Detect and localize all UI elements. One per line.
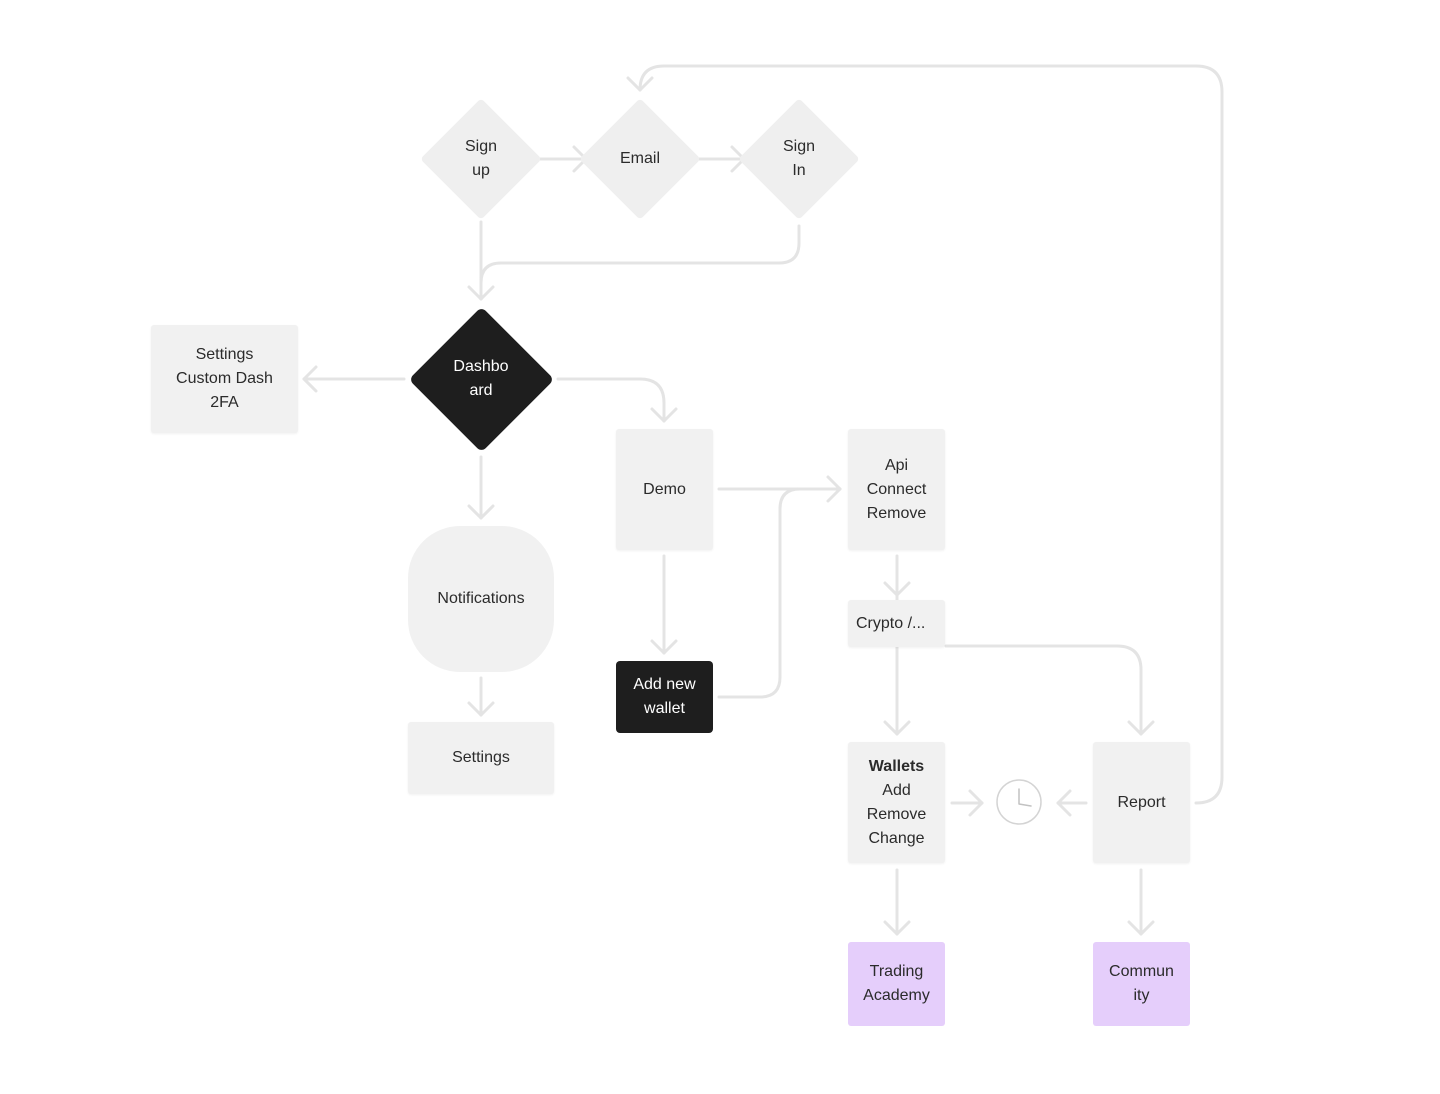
arrowhead	[1127, 720, 1155, 736]
connector-signin-dashboard	[479, 224, 801, 301]
connector-dashboard-demo	[556, 377, 666, 423]
email-label: Email	[619, 150, 660, 167]
arrowhead	[467, 504, 495, 520]
email-node[interactable]: Email	[579, 98, 701, 220]
arrowhead	[883, 920, 911, 936]
sign-in-label: Sign In	[782, 138, 816, 179]
arrowhead	[302, 365, 318, 393]
arrowhead	[650, 639, 678, 655]
settings-node[interactable]: Settings	[408, 722, 554, 794]
arrowhead	[1056, 789, 1072, 817]
arrowhead	[1127, 920, 1155, 936]
dashboard-label: Dashbo ard	[453, 358, 509, 399]
sign-in-node[interactable]: Sign In	[738, 98, 860, 220]
arrowhead	[968, 789, 984, 817]
clock-icon	[996, 779, 1042, 825]
sign-up-node[interactable]: Sign up	[420, 98, 542, 220]
dashboard-node[interactable]: Dashbo ard	[408, 306, 554, 452]
notifications-node[interactable]: Notifications	[408, 526, 554, 672]
connector-crypto-report	[944, 644, 1143, 736]
settings-panel-node[interactable]: Settings Custom Dash 2FA	[151, 325, 298, 433]
crypto-node[interactable]: Crypto /...	[848, 600, 945, 647]
arrowhead	[467, 701, 495, 717]
arrowhead	[883, 581, 911, 597]
sign-up-label: Sign up	[464, 138, 498, 179]
arrowhead	[650, 407, 678, 423]
wallets-node[interactable]: Wallets Add Remove Change	[848, 742, 945, 863]
report-node[interactable]: Report	[1093, 742, 1190, 863]
demo-node[interactable]: Demo	[616, 429, 713, 550]
wallets-title: Wallets	[868, 757, 925, 775]
arrowhead	[883, 720, 911, 736]
arrowhead	[626, 76, 654, 92]
connector-wallet-api	[717, 487, 842, 699]
add-new-wallet-node[interactable]: Add new wallet	[616, 661, 713, 733]
api-node[interactable]: Api Connect Remove	[848, 429, 945, 550]
arrowhead	[467, 285, 495, 301]
trading-academy-node[interactable]: Trading Academy	[848, 942, 945, 1026]
community-node[interactable]: Commun ity	[1093, 942, 1190, 1026]
connector-report-email-loop	[638, 64, 1224, 805]
